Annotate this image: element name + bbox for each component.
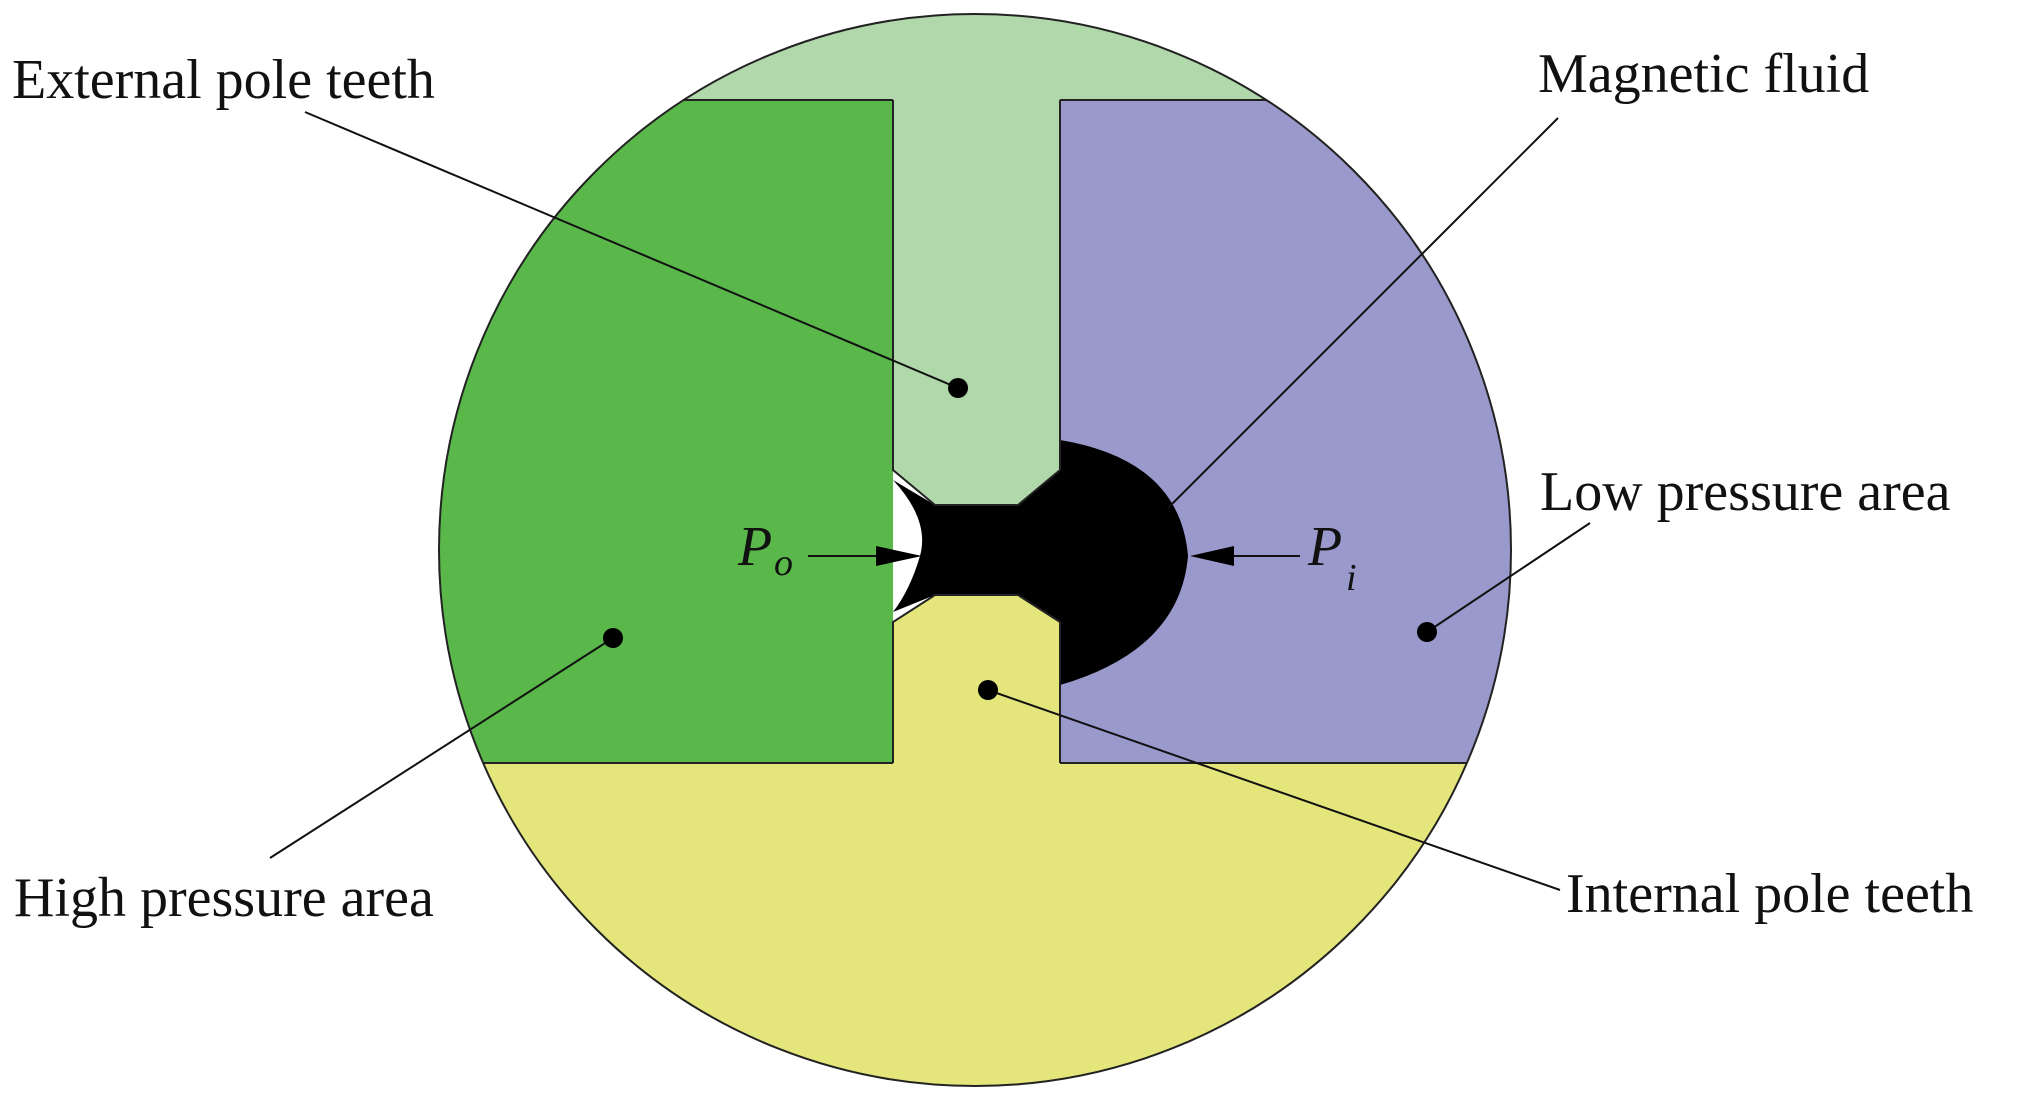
label-high-pressure-area: High pressure area [14, 867, 434, 929]
leader-high-pressure-area [269, 637, 614, 859]
leader-low-pressure-area [1426, 522, 1591, 633]
marker-internal-pole-teeth [978, 680, 998, 700]
leader-external-pole-teeth [304, 111, 959, 389]
seal-outer-circle [438, 13, 1512, 1087]
leader-internal-pole-teeth [987, 689, 1561, 891]
tooth-outline [892, 100, 1061, 506]
outer-pressure-subscript: o [774, 542, 793, 584]
marker-high-pressure-area [603, 628, 623, 648]
label-external-pole-teeth: External pole teeth [12, 49, 435, 111]
inner-pressure-subscript: i [1346, 557, 1357, 599]
label-internal-pole-teeth: Internal pole teeth [1566, 863, 1973, 925]
label-magnetic-fluid: Magnetic fluid [1538, 43, 1869, 105]
magnetic-fluid-region [893, 440, 1188, 685]
tooth-outline-bottom [892, 594, 1061, 763]
external-pole-teeth-region [439, 14, 1511, 505]
outer-pressure-symbol: P [737, 516, 772, 578]
internal-pole-teeth-region [439, 595, 1511, 1086]
marker-external-pole-teeth [948, 378, 968, 398]
label-low-pressure-area: Low pressure area [1540, 461, 1951, 523]
arrow-inner-pressure-head [1190, 546, 1234, 566]
high-pressure-area-region [439, 100, 893, 763]
low-pressure-area-region [1060, 100, 1511, 763]
inner-pressure-symbol: P [1307, 516, 1342, 578]
marker-low-pressure-area [1417, 622, 1437, 642]
leader-magnetic-fluid [1167, 117, 1559, 509]
arrow-outer-pressure-head [876, 546, 922, 566]
